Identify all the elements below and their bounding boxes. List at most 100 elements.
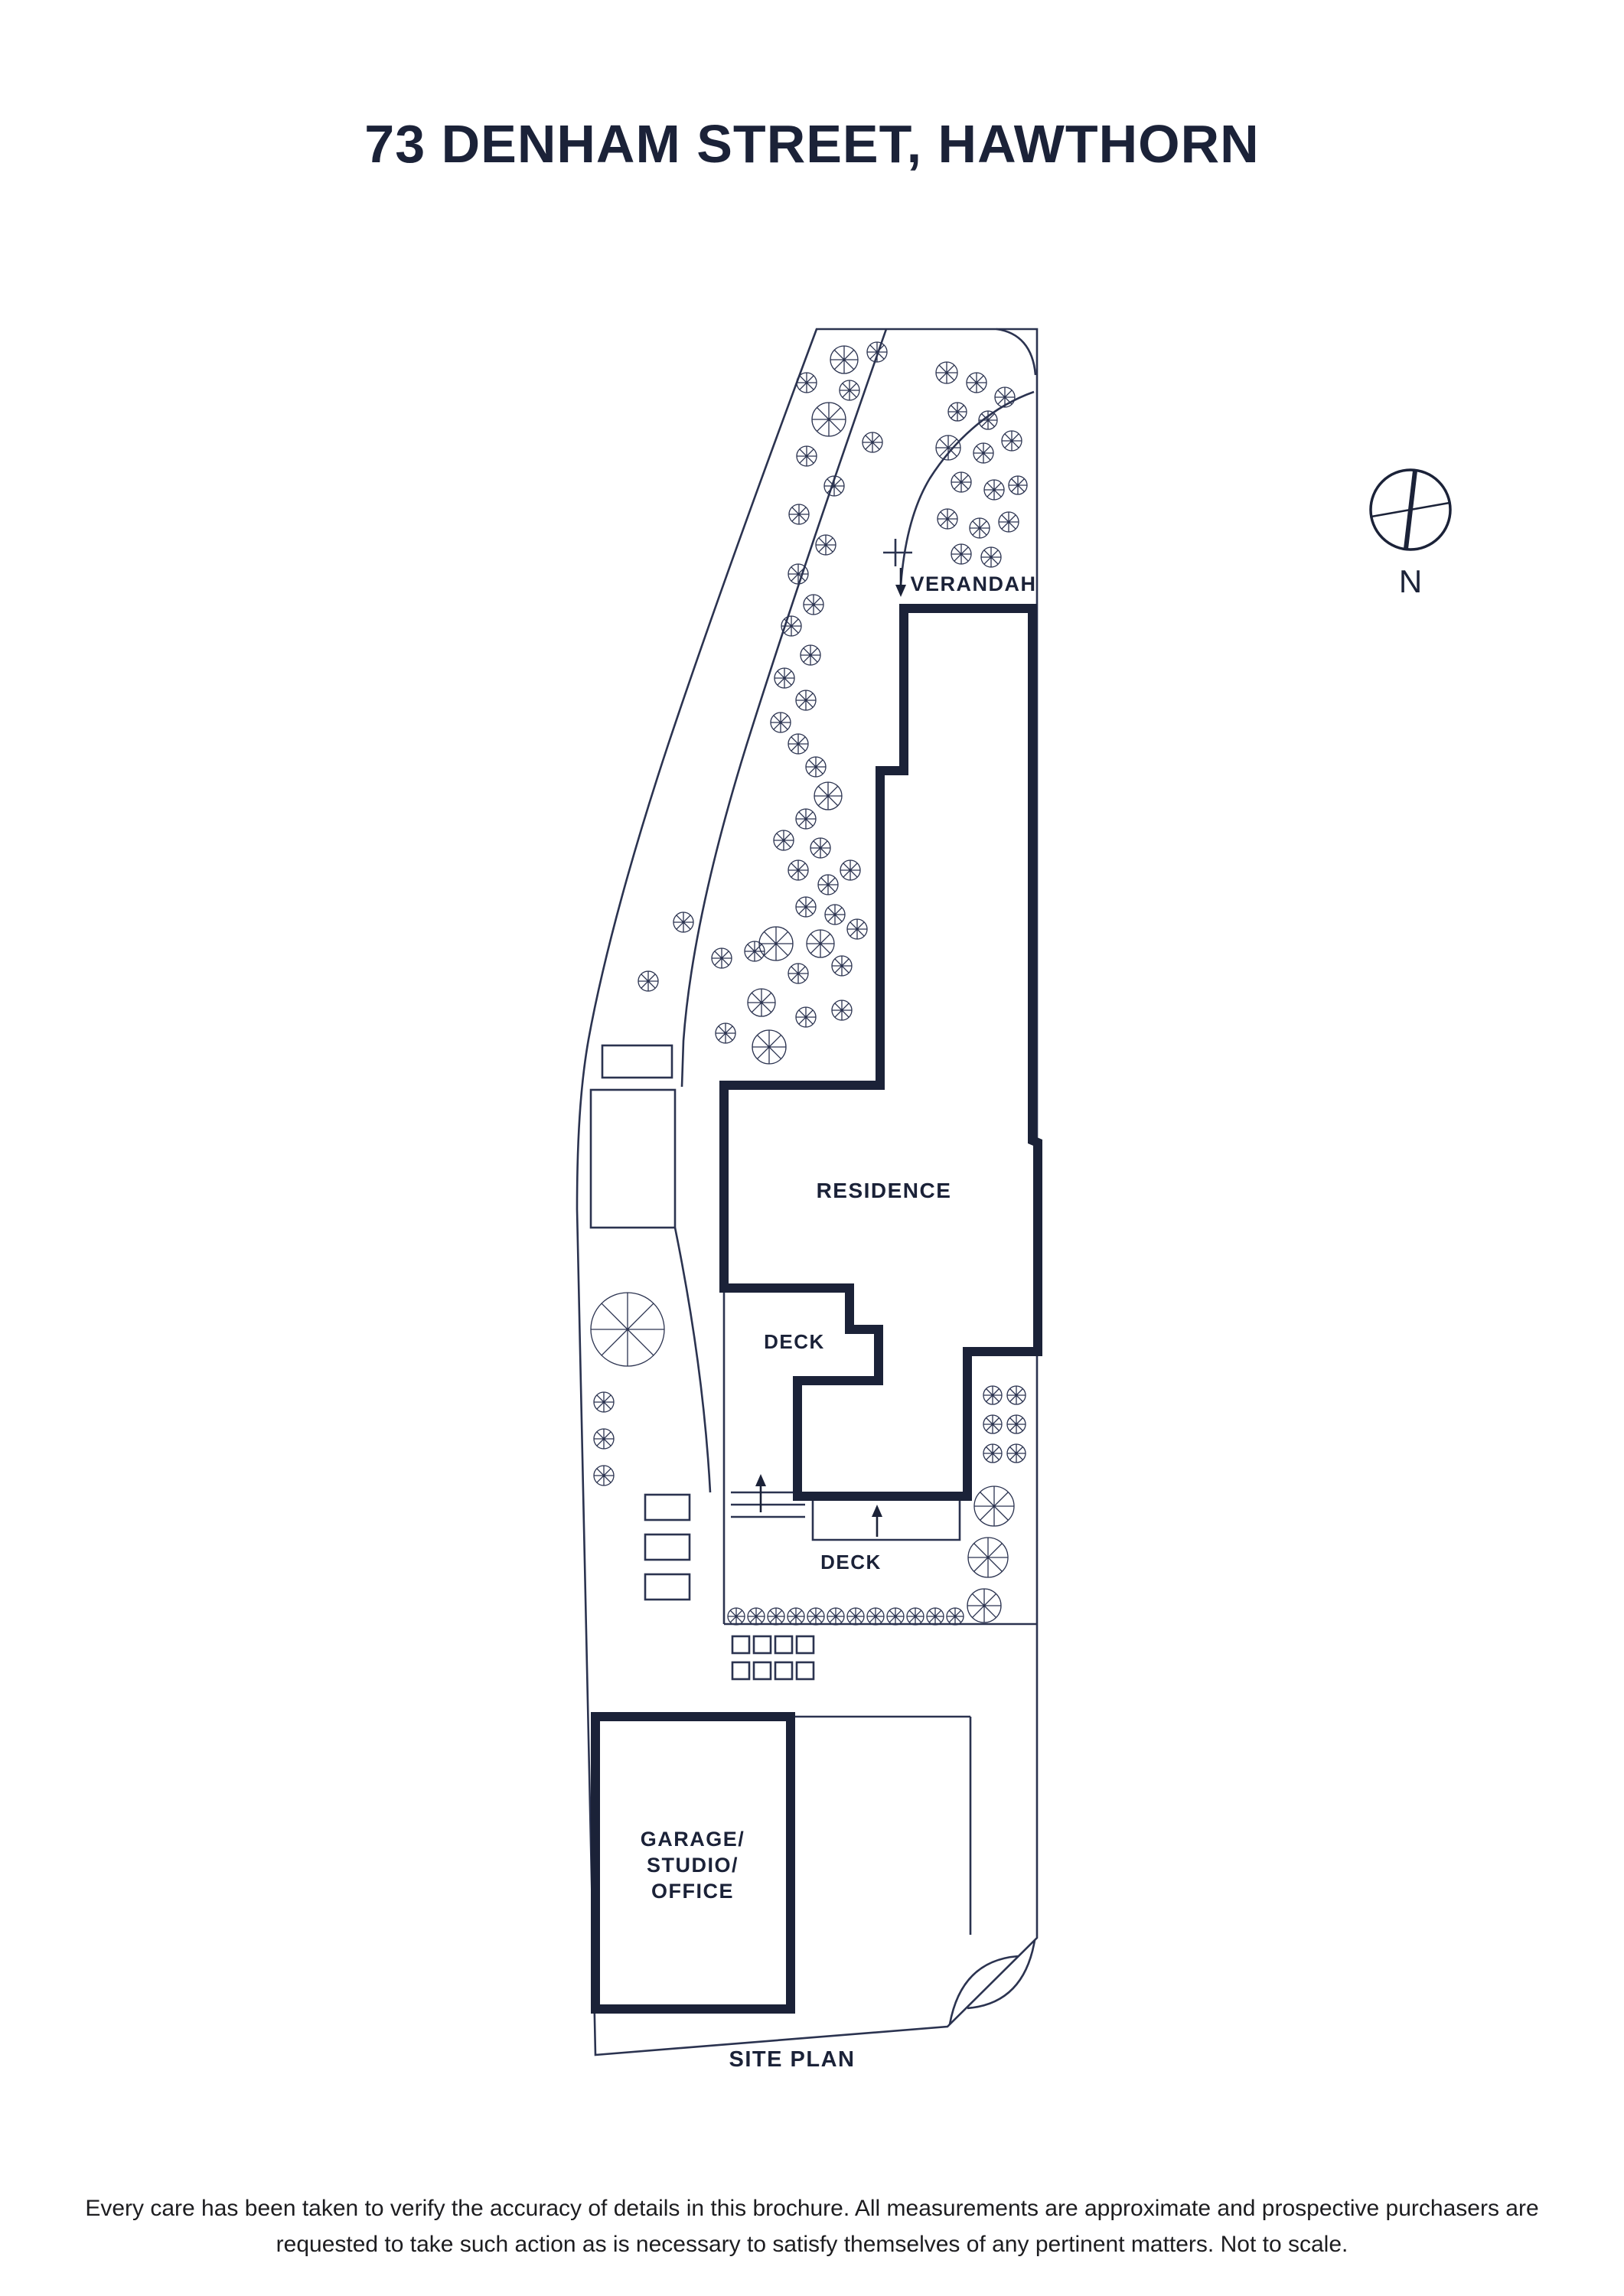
tree-icon [947, 402, 967, 422]
tree-icon [747, 1607, 765, 1626]
compass-icon: N [1369, 468, 1452, 599]
tree-icon [1008, 475, 1028, 495]
tree-icon [980, 546, 1002, 568]
tree-icon [926, 1607, 944, 1626]
gate-arc [948, 1955, 1019, 2025]
tree-icon [788, 733, 809, 755]
tree-icon [906, 1607, 925, 1626]
tree-icon [788, 504, 810, 525]
tree-icon [807, 1607, 825, 1626]
tree-icon [795, 896, 817, 918]
tree-icon [751, 1029, 788, 1065]
tree-icon [638, 970, 659, 992]
tree-icon [810, 401, 847, 438]
tree-icon [866, 341, 888, 363]
tree-icon [831, 1000, 853, 1021]
tree-icon [815, 534, 836, 556]
lot-boundary [576, 328, 1039, 2056]
garage-label-line1: GARAGE/ [641, 1828, 745, 1851]
tree-icon [788, 963, 809, 984]
direction-arrows [755, 568, 906, 1537]
tree-icon [846, 1607, 865, 1626]
tree-icon [773, 830, 794, 851]
tree-icon [824, 904, 846, 925]
tree-icon [803, 594, 824, 615]
tree-icon [827, 1607, 845, 1626]
planter-box [644, 1493, 691, 1521]
paver-square [752, 1661, 772, 1681]
tree-icon [951, 543, 972, 565]
residence-label: RESIDENCE [817, 1179, 952, 1202]
paver-square [795, 1635, 815, 1655]
tree-icon [788, 859, 809, 881]
tree-icon [994, 386, 1016, 408]
tree-icon [744, 941, 765, 962]
tree-icon [966, 372, 987, 393]
verandah-marker [883, 539, 912, 566]
tree-icon [591, 1293, 664, 1366]
tree-icon [1006, 1414, 1026, 1434]
tree-icon [774, 667, 795, 689]
tree-icon [711, 947, 732, 969]
arrow-down-head [895, 585, 906, 597]
garden-bed-right-curve [899, 390, 1035, 586]
tree-icon [978, 410, 998, 430]
tree-icon [829, 344, 859, 375]
tree-icon [839, 380, 860, 401]
tree-icon [967, 1536, 1009, 1579]
tree-icon [862, 432, 883, 453]
tree-icon [593, 1428, 615, 1450]
tree-icon [846, 918, 868, 940]
paver-square [795, 1661, 815, 1681]
tree-icon [983, 479, 1005, 501]
site-plan-caption: SITE PLAN [729, 2047, 856, 2072]
tree-icon [800, 644, 821, 666]
garden-shed-small [601, 1044, 673, 1079]
compass-circle [1369, 468, 1452, 551]
tree-icon [937, 508, 958, 530]
tree-icon [796, 372, 817, 393]
garden-bed-left-curve [680, 328, 888, 1088]
paver-square [774, 1661, 794, 1681]
gate-arc [967, 1939, 1036, 2010]
arrow-up-head [872, 1505, 882, 1517]
verandah-label: VERANDAH [910, 572, 1036, 595]
deck-lower-edge [811, 1499, 961, 1541]
tree-icon [840, 859, 861, 881]
tree-icon [983, 1414, 1003, 1434]
buildings [591, 604, 1042, 2014]
tree-icon [593, 1391, 615, 1413]
tree-icon [866, 1607, 885, 1626]
tree-icon [767, 1607, 785, 1626]
tree-icon [983, 1385, 1003, 1405]
garage-label-line2: STUDIO/ [647, 1854, 739, 1877]
tree-icon [983, 1443, 1003, 1463]
corner-curve [996, 328, 1037, 376]
tree-icon [951, 471, 972, 493]
compass-north-label: N [1399, 563, 1422, 599]
steps [731, 1491, 805, 1518]
tree-icon [966, 1587, 1003, 1624]
tree-icon [770, 712, 791, 733]
tree-icon [934, 434, 962, 461]
tree-icon [935, 361, 958, 384]
paver-square [774, 1635, 794, 1655]
tree-icon [788, 563, 809, 585]
paver-square [731, 1661, 751, 1681]
tree-icon [746, 987, 777, 1018]
courtyard-line [791, 1715, 972, 1935]
tree-icon [1006, 1443, 1026, 1463]
tree-icon [795, 808, 817, 830]
garden-path-curve [673, 1227, 712, 1493]
tree-icon [715, 1022, 736, 1044]
paver-square [752, 1635, 772, 1655]
garage-outline [591, 1712, 795, 2014]
tree-icon [946, 1607, 964, 1626]
disclaimer-text: Every care has been taken to verify the … [85, 2196, 1539, 2257]
planter-box [644, 1573, 691, 1601]
tree-icon [823, 475, 845, 497]
compass-needle [1404, 470, 1417, 550]
tree-icon [973, 442, 994, 464]
